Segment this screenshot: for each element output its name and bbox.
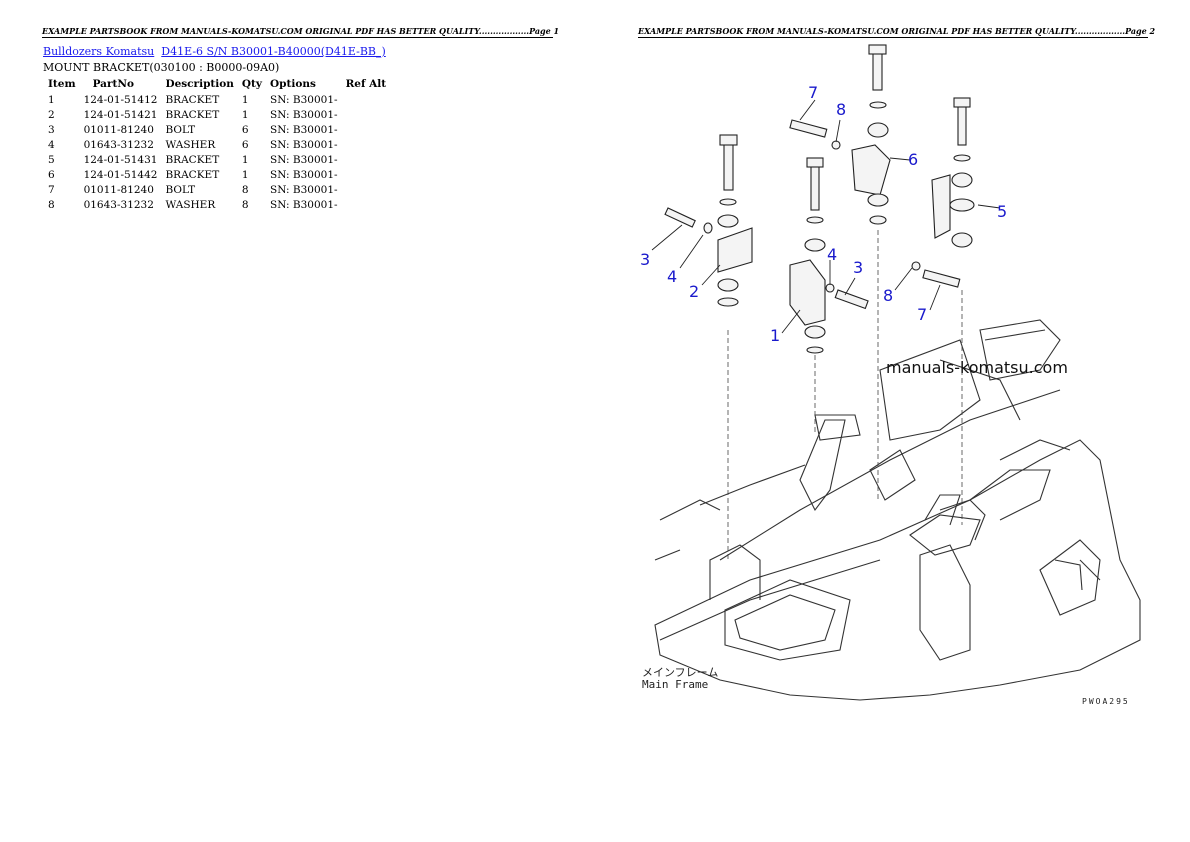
table-row: 7 01011-81240 BOLT 8 SN: B30001- xyxy=(43,183,389,198)
cell-partno: 01011-81240 xyxy=(83,184,154,196)
cell-refalt xyxy=(341,93,390,108)
cell-item: 5 xyxy=(48,154,55,166)
cell-options: SN: B30001- xyxy=(270,199,338,211)
table-row: 2 124-01-51421 BRACKET 1 SN: B30001- xyxy=(43,108,389,123)
cell-options: SN: B30001- xyxy=(270,139,338,151)
section-title: MOUNT BRACKET(030100 : B0000-09A0) xyxy=(43,61,280,74)
cell-partno: 124-01-51431 xyxy=(83,154,158,166)
callout-4-left: 4 xyxy=(667,267,677,286)
breadcrumb-link-bulldozers[interactable]: Bulldozers Komatsu xyxy=(43,45,155,58)
exploded-parts-diagram: 7 8 6 5 3 4 2 1 4 3 8 7 manuals-komatsu.… xyxy=(640,44,1141,706)
table-row: 5 124-01-51431 BRACKET 1 SN: B30001- xyxy=(43,153,389,168)
cell-partno: 124-01-51442 xyxy=(83,169,158,181)
cell-partno: 01643-31232 xyxy=(83,199,154,211)
center-mount-stack xyxy=(789,157,869,354)
frame-label-japanese: メインフレーム xyxy=(642,666,718,679)
cell-item: 6 xyxy=(48,169,55,181)
cell-refalt xyxy=(341,138,390,153)
frame-label-english: Main Frame xyxy=(642,678,708,691)
col-header-description: Description xyxy=(165,78,234,90)
watermark-text: manuals-komatsu.com xyxy=(886,358,1068,377)
table-row: 8 01643-31232 WASHER 8 SN: B30001- xyxy=(43,198,389,213)
callout-3-left: 3 xyxy=(640,250,650,269)
table-row: 4 01643-31232 WASHER 6 SN: B30001- xyxy=(43,138,389,153)
callout-1: 1 xyxy=(770,326,780,345)
cell-partno: 01643-31232 xyxy=(83,139,154,151)
callout-7-right: 7 xyxy=(917,305,927,324)
cell-qty: 1 xyxy=(241,169,249,181)
cell-item: 3 xyxy=(48,124,55,136)
cell-description: BRACKET xyxy=(165,169,220,181)
leader-lines xyxy=(651,99,1001,334)
cell-description: WASHER xyxy=(165,199,216,211)
table-row: 6 124-01-51442 BRACKET 1 SN: B30001- xyxy=(43,168,389,183)
cell-refalt xyxy=(341,168,390,183)
cell-description: BRACKET xyxy=(165,154,220,166)
cell-item: 7 xyxy=(48,184,55,196)
left-mount-stack xyxy=(664,134,753,307)
cell-options: SN: B30001- xyxy=(270,169,338,181)
cell-options: SN: B30001- xyxy=(270,94,338,106)
cell-options: SN: B30001- xyxy=(270,154,338,166)
cell-description: BOLT xyxy=(165,184,196,196)
parts-table: Item PartNo Description Qty Options Ref … xyxy=(43,77,389,213)
right-mount-stack xyxy=(911,97,975,288)
callout-7-top: 7 xyxy=(808,83,818,102)
col-header-options: Options xyxy=(270,78,316,90)
callout-2: 2 xyxy=(689,282,699,301)
cell-qty: 8 xyxy=(241,184,249,196)
callout-8-top: 8 xyxy=(836,100,846,119)
table-row: 3 01011-81240 BOLT 6 SN: B30001- xyxy=(43,123,389,138)
callout-3-center: 3 xyxy=(853,258,863,277)
breadcrumb: Bulldozers Komatsu D41E-6 S/N B30001-B40… xyxy=(43,45,386,58)
cell-qty: 1 xyxy=(241,154,249,166)
cell-item: 1 xyxy=(48,94,55,106)
cell-options: SN: B30001- xyxy=(270,124,338,136)
table-row: 1 124-01-51412 BRACKET 1 SN: B30001- xyxy=(43,93,389,108)
cell-options: SN: B30001- xyxy=(270,109,338,121)
cell-description: BRACKET xyxy=(165,94,220,106)
col-header-qty: Qty xyxy=(241,78,263,90)
cell-item: 4 xyxy=(48,139,55,151)
cell-item: 2 xyxy=(48,109,55,121)
cell-refalt xyxy=(341,198,390,213)
cell-qty: 6 xyxy=(241,124,249,136)
callout-4-center: 4 xyxy=(827,245,837,264)
breadcrumb-link-model[interactable]: D41E-6 S/N B30001-B40000(D41E-BB_) xyxy=(161,45,386,58)
cell-partno: 01011-81240 xyxy=(83,124,154,136)
cell-partno: 124-01-51412 xyxy=(83,94,158,106)
cell-refalt xyxy=(341,153,390,168)
cell-qty: 6 xyxy=(241,139,249,151)
page-header-1: EXAMPLE PARTSBOOK FROM MANUALS-KOMATSU.C… xyxy=(42,26,560,38)
cell-description: BOLT xyxy=(165,124,196,136)
drawing-code: PWOA295 xyxy=(1082,697,1130,706)
centerlines xyxy=(727,230,963,560)
cell-description: WASHER xyxy=(165,139,216,151)
cell-partno: 124-01-51421 xyxy=(83,109,158,121)
page-header-2: EXAMPLE PARTSBOOK FROM MANUALS-KOMATSU.C… xyxy=(638,26,1156,38)
table-header-row: Item PartNo Description Qty Options Ref … xyxy=(43,77,389,93)
main-frame-drawing xyxy=(654,319,1141,701)
callout-8-right: 8 xyxy=(883,286,893,305)
cell-qty: 8 xyxy=(241,199,249,211)
cell-qty: 1 xyxy=(241,94,249,106)
cell-item: 8 xyxy=(48,199,55,211)
cell-qty: 1 xyxy=(241,109,249,121)
cell-description: BRACKET xyxy=(165,109,220,121)
col-header-partno: PartNo xyxy=(92,78,134,90)
callouts: 7 8 6 5 3 4 2 1 4 3 8 7 xyxy=(640,83,1007,345)
top-center-mount-stack xyxy=(789,44,891,225)
callout-6: 6 xyxy=(908,150,918,169)
cell-options: SN: B30001- xyxy=(270,184,338,196)
col-header-item: Item xyxy=(48,78,76,90)
col-header-refalt: Ref Alt xyxy=(345,78,387,90)
cell-refalt xyxy=(341,123,390,138)
cell-refalt xyxy=(341,183,390,198)
cell-refalt xyxy=(341,108,390,123)
callout-5: 5 xyxy=(997,202,1007,221)
